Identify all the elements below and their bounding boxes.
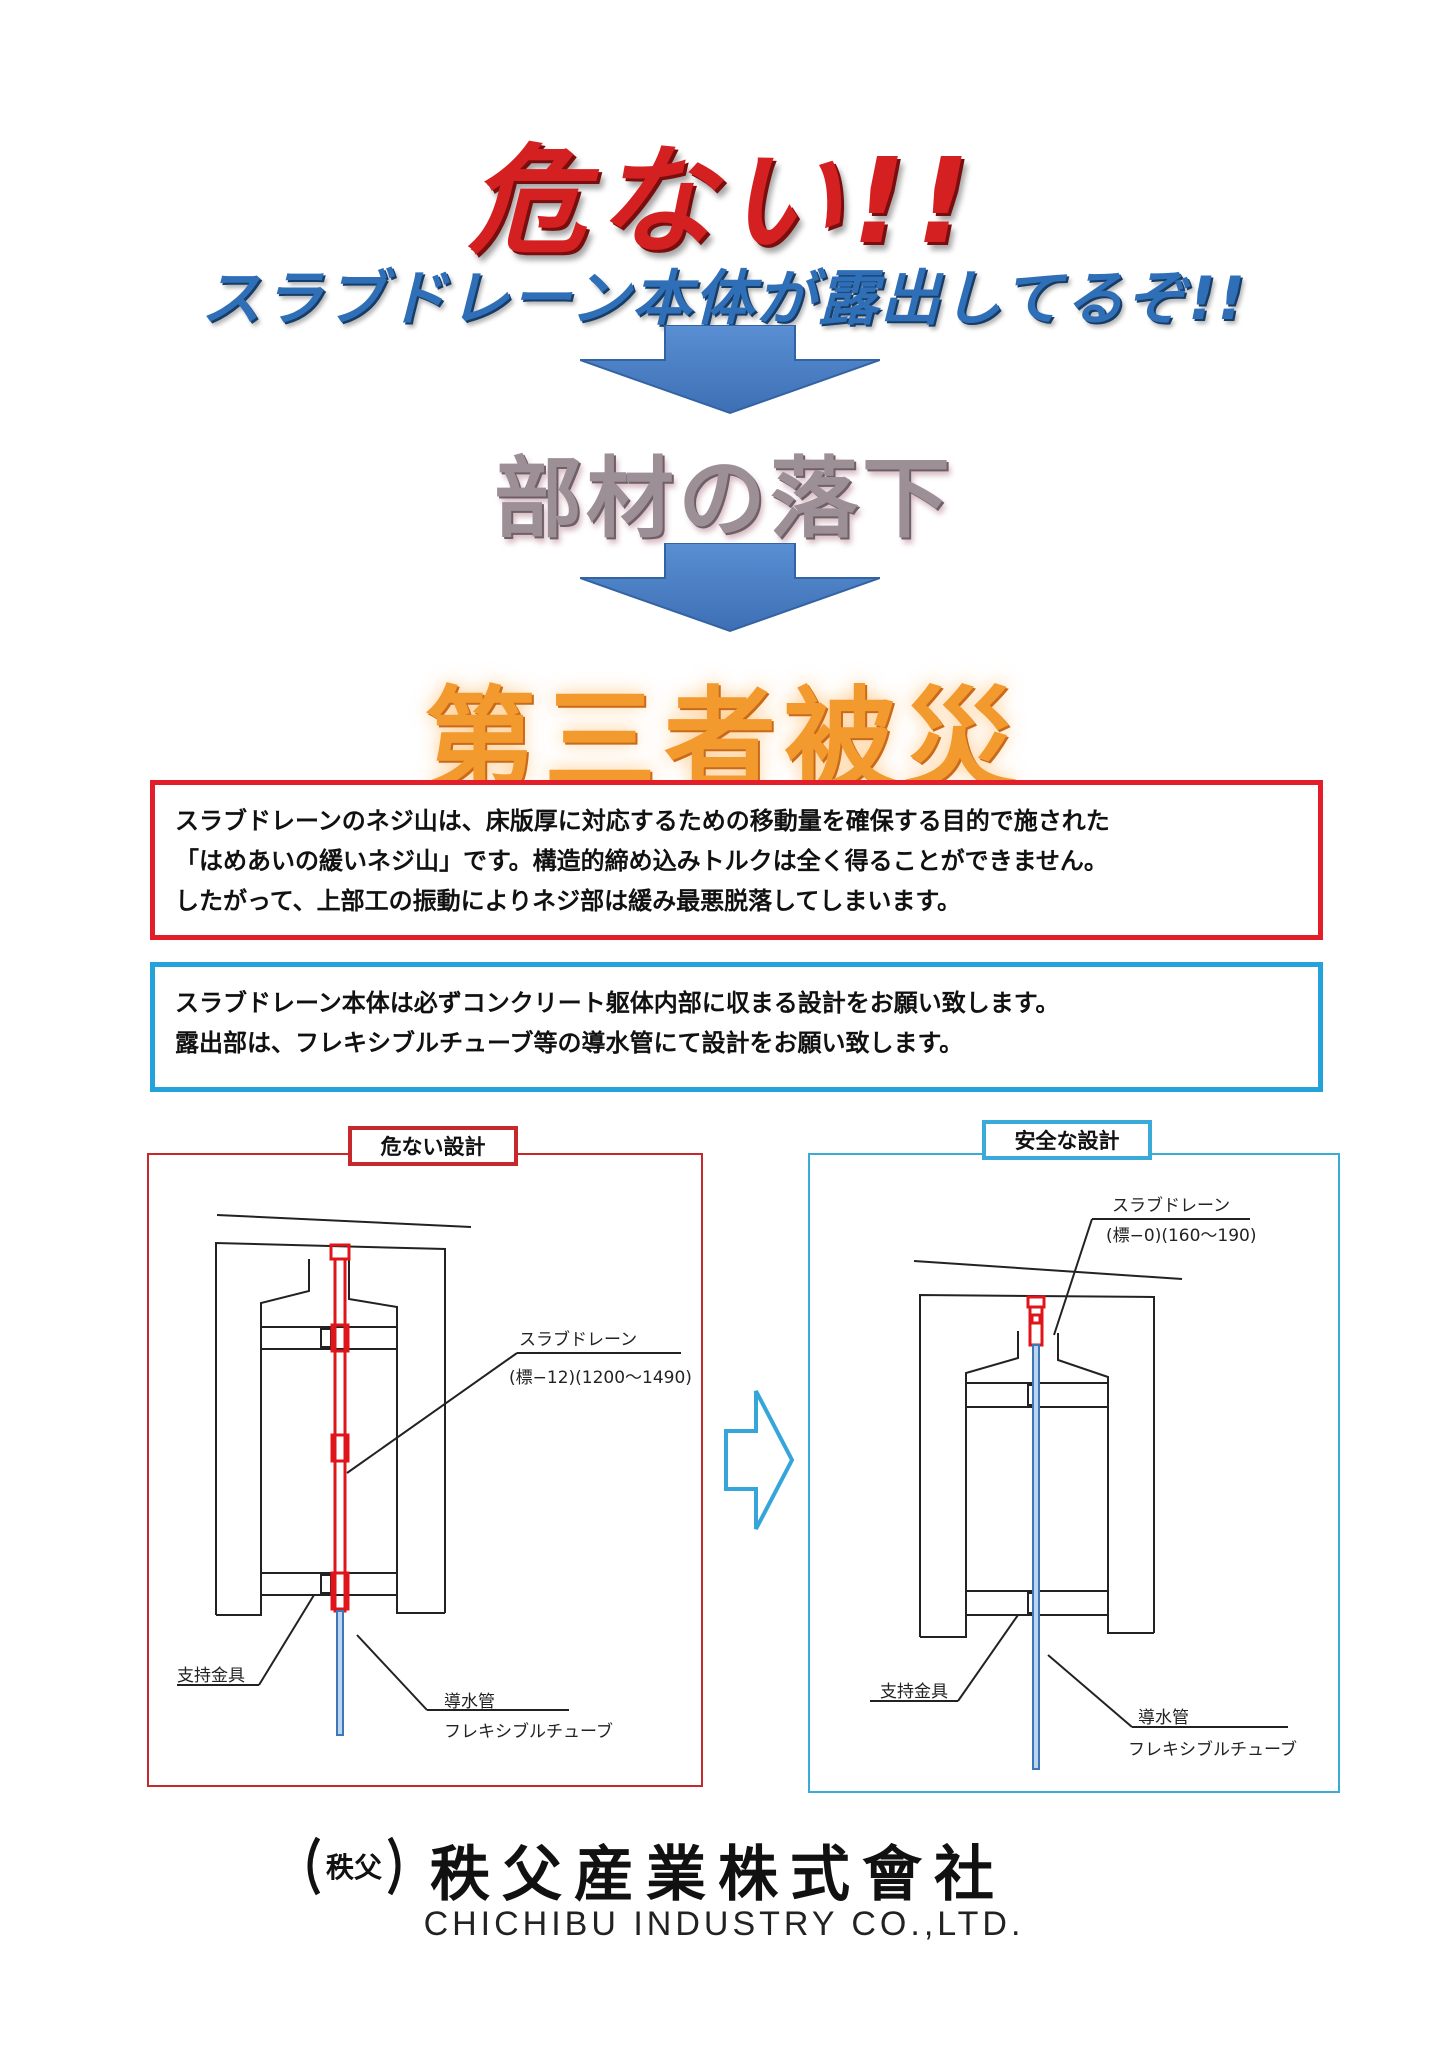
safe-design-drawing [870, 1218, 1288, 1770]
safe-design-tag: 安全な設計 [982, 1120, 1152, 1160]
dangerous-design-diagram: スラブドレーン (標−12)(1200〜1490) 支持金具 導水管 フレキシブ… [147, 1153, 703, 1787]
left-tube-label: フレキシブルチューブ [444, 1722, 613, 1742]
right-bracket-label: 支持金具 [880, 1682, 948, 1702]
right-pipe-label: 導水管 [1138, 1708, 1189, 1728]
safe-design-diagram: スラブドレーン (標−0)(160〜190) 支持金具 導水管 フレキシブルチュ… [808, 1153, 1340, 1793]
company-name-en: CHICHIBU INDUSTRY CO.,LTD. [423, 1905, 1025, 1943]
right-tube-label: フレキシブルチューブ [1128, 1740, 1297, 1760]
company-name-jp: 秩父産業株式會社 [430, 1840, 1006, 1910]
seal-text: 秩父 [326, 1851, 383, 1884]
down-arrow-1-icon [580, 325, 880, 415]
request-line-1: スラブドレーン本体は必ずコンクリート躯体内部に収まる設計をお願い致します。 [175, 989, 1060, 1017]
request-note: スラブドレーン本体は必ずコンクリート躯体内部に収まる設計をお願い致します。 露出… [150, 962, 1323, 1092]
left-drain-label: スラブドレーン [519, 1330, 638, 1350]
dangerous-design-drawing [177, 1214, 681, 1736]
company-seal-logo: 秩父 [307, 1836, 401, 1896]
member-fall-heading: 部材の落下 [493, 447, 954, 550]
warning-line-3: したがって、上部工の振動によりネジ部は緩み最悪脱落してしまいます。 [175, 887, 961, 915]
left-pipe-label: 導水管 [444, 1692, 495, 1712]
request-line-2: 露出部は、フレキシブルチューブ等の導水管にて設計をお願い致します。 [175, 1029, 964, 1057]
warning-line-1: スラブドレーンのネジ山は、床版厚に対応するための移動量を確保する目的で施された [175, 807, 1110, 835]
danger-heading: 危ない!! [468, 132, 980, 270]
right-drain-label: スラブドレーン [1112, 1196, 1231, 1216]
right-outline-arrow-icon [724, 1390, 795, 1530]
warning-line-2: 「はめあいの緩いネジ山」です。構造的締め込みトルクは全く得ることができません。 [175, 847, 1108, 875]
down-arrow-2-icon [580, 543, 880, 633]
warning-note: スラブドレーンのネジ山は、床版厚に対応するための移動量を確保する目的で施された … [150, 780, 1323, 940]
left-bracket-label: 支持金具 [177, 1666, 245, 1686]
left-drain-spec: (標−12)(1200〜1490) [509, 1368, 692, 1388]
right-drain-spec: (標−0)(160〜190) [1106, 1226, 1257, 1246]
dangerous-design-tag: 危ない設計 [348, 1126, 518, 1166]
exposed-heading: スラブドレーン本体が露出してるぞ!! [201, 264, 1247, 334]
